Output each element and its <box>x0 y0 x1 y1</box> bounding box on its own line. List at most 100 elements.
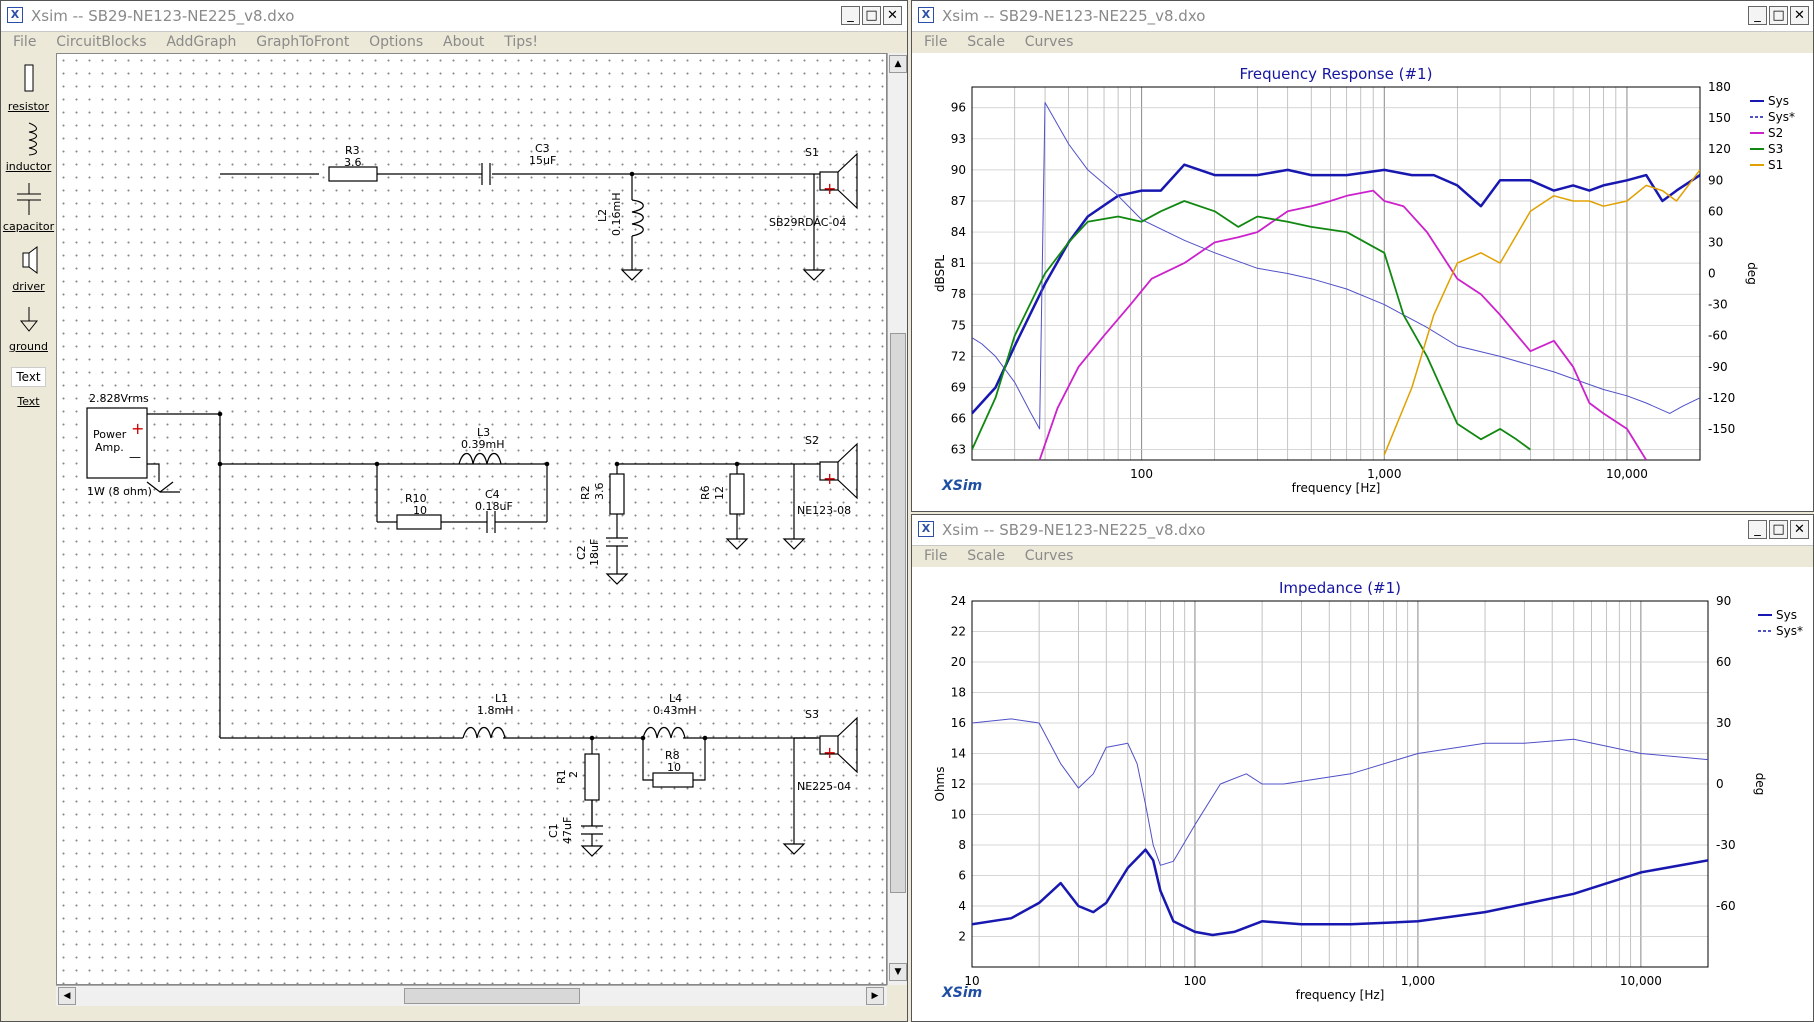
tool-capacitor-label: capacitor <box>2 220 55 233</box>
menu-curves[interactable]: Curves <box>1024 34 1074 50</box>
r8-body <box>652 772 694 788</box>
scroll-thumb-vertical[interactable] <box>890 333 906 893</box>
l1-name: L1 <box>495 692 508 705</box>
r3-name: R3 <box>345 144 360 157</box>
menu-file[interactable]: File <box>924 34 948 50</box>
fr-title-bar[interactable]: X Xsim -- SB29-NE123-NE225_v8.dxo _ □ ✕ <box>912 1 1813 32</box>
y2-tick-label: 30 <box>1716 716 1731 730</box>
y-tick-label: 93 <box>951 132 966 146</box>
r1-name: R1 <box>555 769 568 784</box>
s2-name: S2 <box>805 434 819 447</box>
tool-ground-label: ground <box>9 340 48 353</box>
r6-value: 12 <box>713 486 726 500</box>
schematic-diagram[interactable]: 2.828Vrms Power Amp. + — 1W (8 ohm) R3 3… <box>57 54 888 986</box>
minimize-button[interactable]: _ <box>841 6 860 25</box>
schematic-wires <box>86 152 858 857</box>
series-line-sys-phase <box>972 102 1700 430</box>
s2-model: NE123-08 <box>797 504 851 517</box>
frequency-response-window: X Xsim -- SB29-NE123-NE225_v8.dxo _ □ ✕ … <box>911 0 1814 512</box>
r10-value: 10 <box>413 504 427 517</box>
y2-tick-label: 180 <box>1708 80 1731 94</box>
menu-tips[interactable]: Tips! <box>504 34 539 50</box>
x-tick-label: 10,000 <box>1606 467 1648 481</box>
scroll-thumb-horizontal[interactable] <box>404 988 580 1004</box>
chart-grid <box>971 600 1709 967</box>
tool-resistor-label: resistor <box>7 100 50 113</box>
r1-value: 2 <box>567 771 580 778</box>
menu-circuitblocks[interactable]: CircuitBlocks <box>56 34 147 50</box>
r10-name: R10 <box>405 492 427 505</box>
menu-about[interactable]: About <box>443 34 485 50</box>
tool-ground[interactable]: ground <box>1 305 56 353</box>
r1-body <box>584 753 600 801</box>
driver-polarity-marks: + + + <box>823 179 836 762</box>
minimize-button[interactable]: _ <box>1748 6 1767 25</box>
y-tick-label: 12 <box>951 777 966 791</box>
r6-body <box>729 473 745 515</box>
y2-tick-label: 90 <box>1708 173 1723 187</box>
series-lines <box>972 102 1700 460</box>
y2-tick-label: -90 <box>1708 360 1728 374</box>
menu-curves[interactable]: Curves <box>1024 548 1074 564</box>
impedance-window: X Xsim -- SB29-NE123-NE225_v8.dxo _ □ ✕ … <box>911 514 1814 1022</box>
imp-title-bar[interactable]: X Xsim -- SB29-NE123-NE225_v8.dxo _ □ ✕ <box>912 515 1813 546</box>
r2-body <box>609 473 625 515</box>
schematic-title-bar[interactable]: X Xsim -- SB29-NE123-NE225_v8.dxo _ □ ✕ <box>1 1 907 32</box>
scroll-down-button[interactable]: ▼ <box>889 963 907 981</box>
tool-capacitor[interactable]: capacitor <box>1 181 56 233</box>
schematic-window-title: Xsim -- SB29-NE123-NE225_v8.dxo <box>31 7 295 25</box>
y2-tick-label: -60 <box>1708 329 1728 343</box>
maximize-button[interactable]: □ <box>1769 6 1788 25</box>
svg-text:+: + <box>823 179 836 198</box>
frequency-response-chart[interactable]: 6366697275788184879093961801501209060300… <box>912 53 1813 511</box>
scroll-right-button[interactable]: ▶ <box>866 987 884 1005</box>
y-tick-label: 84 <box>951 225 966 239</box>
amp-plus: + <box>131 419 144 438</box>
maximize-button[interactable]: □ <box>1769 520 1788 539</box>
y-tick-label: 66 <box>951 412 966 426</box>
schematic-vertical-scrollbar[interactable]: ▲ ▼ <box>887 53 907 985</box>
menu-scale[interactable]: Scale <box>967 548 1005 564</box>
y-tick-label: 8 <box>958 838 966 852</box>
menu-file[interactable]: File <box>13 34 37 50</box>
schematic-horizontal-scrollbar[interactable]: ◀ ▶ <box>56 985 887 1006</box>
x-tick-label: 10,000 <box>1620 974 1662 988</box>
maximize-button[interactable]: □ <box>862 6 881 25</box>
driver-icon <box>22 246 37 274</box>
menu-addgraph[interactable]: AddGraph <box>166 34 237 50</box>
close-button[interactable]: ✕ <box>1790 6 1809 25</box>
menu-options[interactable]: Options <box>369 34 424 50</box>
y-tick-label: 20 <box>951 655 966 669</box>
scroll-up-button[interactable]: ▲ <box>889 55 907 73</box>
xsim-app-icon: X <box>918 7 934 23</box>
menu-scale[interactable]: Scale <box>967 34 1005 50</box>
y2-axis-label: deg <box>1753 773 1767 796</box>
schematic-canvas[interactable]: 2.828Vrms Power Amp. + — 1W (8 ohm) R3 3… <box>56 53 887 985</box>
y-tick-label: 16 <box>951 716 966 730</box>
minimize-button[interactable]: _ <box>1748 520 1767 539</box>
legend-label: S2 <box>1768 126 1783 140</box>
menu-graphtofront[interactable]: GraphToFront <box>256 34 350 50</box>
menu-file[interactable]: File <box>924 548 948 564</box>
close-button[interactable]: ✕ <box>1790 520 1809 539</box>
tool-resistor[interactable]: resistor <box>1 61 56 113</box>
amp-minus: — <box>129 450 141 464</box>
tool-text[interactable]: Text Text <box>1 367 56 408</box>
tool-driver[interactable]: driver <box>1 243 56 293</box>
r8-name: R8 <box>665 749 680 762</box>
l3-value: 0.39mH <box>461 438 504 451</box>
amp-note: 1W (8 ohm) <box>87 485 152 498</box>
scroll-left-button[interactable]: ◀ <box>58 987 76 1005</box>
y-tick-label: 4 <box>958 899 966 913</box>
r2-value: 3.6 <box>593 483 606 501</box>
x-tick-label: 1,000 <box>1401 974 1435 988</box>
y-tick-label: 69 <box>951 380 966 394</box>
tool-inductor[interactable]: inductor <box>1 121 56 173</box>
close-button[interactable]: ✕ <box>883 6 902 25</box>
l1-value: 1.8mH <box>477 704 513 717</box>
plot-frame <box>971 600 1709 968</box>
